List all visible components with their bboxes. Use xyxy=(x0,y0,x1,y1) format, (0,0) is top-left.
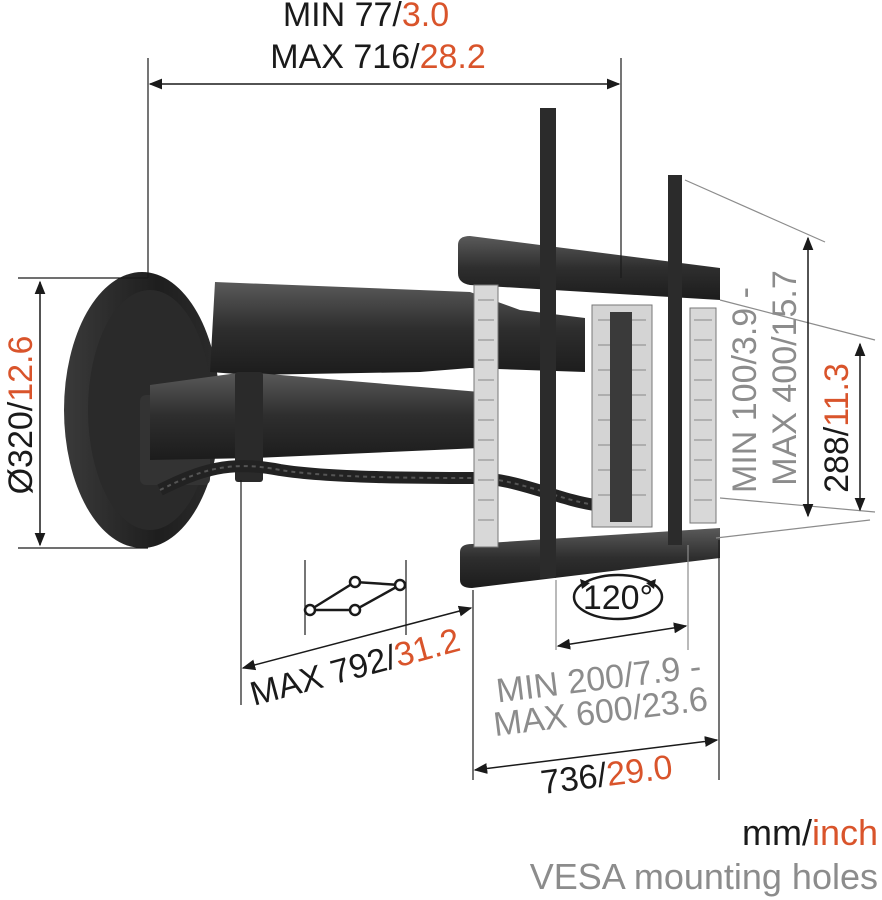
reach-max-label: MAX 792/31.2 xyxy=(246,621,464,713)
depth-min-label: MIN 77/3.0 xyxy=(283,0,449,34)
rotation-label: 120° xyxy=(583,579,653,617)
left-tv-bracket xyxy=(540,108,556,578)
depth-max-label: MAX 716/28.2 xyxy=(270,38,486,76)
vesa-note: VESA mounting holes xyxy=(529,856,878,897)
cable xyxy=(157,460,596,511)
product-illustration xyxy=(64,108,720,588)
bottom-rail xyxy=(460,528,720,588)
top-rail xyxy=(458,236,720,300)
rotation-icon: 120° xyxy=(572,573,664,621)
units-inch: inch xyxy=(811,812,878,853)
width-label: 736/29.0 xyxy=(539,748,675,802)
lower-arm xyxy=(150,372,480,460)
units-legend: mm/inch xyxy=(742,812,878,854)
arm-linkage-icon xyxy=(303,575,407,617)
dimension-lines xyxy=(34,78,866,774)
upper-arm xyxy=(210,282,585,375)
plate-diameter-label: Ø320/12.6 xyxy=(2,336,40,495)
extension-lines xyxy=(18,58,876,780)
right-slot-bar xyxy=(689,307,717,524)
vesa-v-min-label: MIN 100/3.9 - xyxy=(726,287,764,493)
right-tv-bracket xyxy=(668,175,682,545)
vesa-v-max-label: MAX 400/15.7 xyxy=(766,270,804,486)
units-mm: mm/ xyxy=(741,812,812,853)
left-slot-bar xyxy=(473,284,499,548)
height-label: 288/11.3 xyxy=(818,363,856,493)
